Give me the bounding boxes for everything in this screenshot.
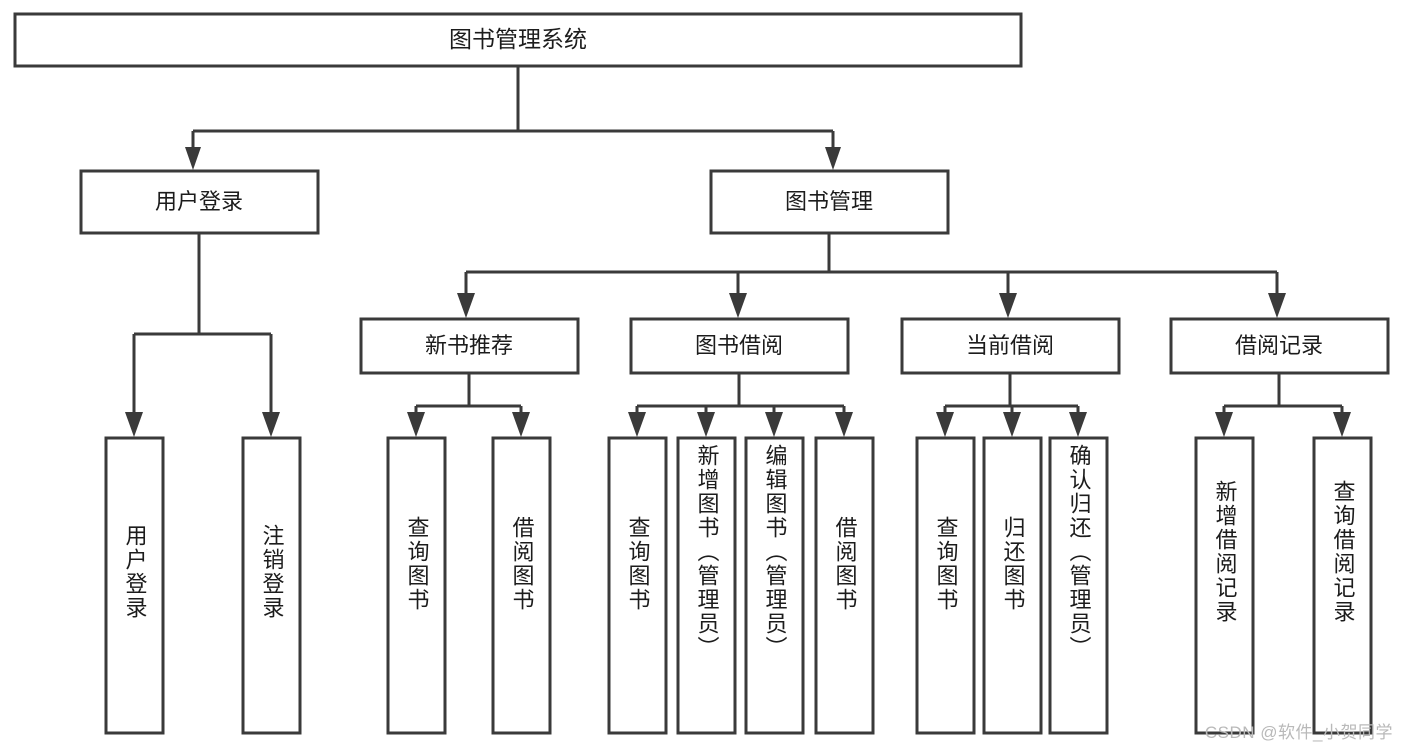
node-leaf-logout-login[interactable] <box>241 436 302 735</box>
node-book-borrow[interactable]: 图书借阅 <box>629 317 850 375</box>
node-borrow-record-label: 借阅记录 <box>1235 333 1323 358</box>
node-leaf-confirm-return-admin[interactable] <box>1048 436 1109 735</box>
node-leaf-borrow-book-1[interactable] <box>491 436 552 735</box>
node-leaf-query-book-1[interactable] <box>386 436 447 735</box>
node-user-login-label: 用户登录 <box>155 189 243 214</box>
node-current-borrow[interactable]: 当前借阅 <box>900 317 1121 375</box>
node-borrow-record[interactable]: 借阅记录 <box>1169 317 1390 375</box>
node-leaf-add-book-admin[interactable] <box>676 436 737 735</box>
connector-newbook-to-leaves <box>407 373 530 437</box>
connector-borrowrecord-to-leaves <box>1215 373 1351 437</box>
node-book-borrow-label: 图书借阅 <box>695 333 783 358</box>
node-book-management-label: 图书管理 <box>785 189 873 214</box>
connector-root-to-level2 <box>185 67 841 170</box>
connector-userlogin-to-leaves <box>125 233 280 437</box>
node-root[interactable]: 图书管理系统 <box>13 12 1023 68</box>
node-leaf-query-borrow-record[interactable] <box>1312 436 1373 735</box>
node-new-book-recommend[interactable]: 新书推荐 <box>359 317 580 375</box>
node-book-management[interactable]: 图书管理 <box>709 169 950 235</box>
connector-currentborrow-to-leaves <box>936 373 1087 437</box>
node-user-login[interactable]: 用户登录 <box>79 169 320 235</box>
node-leaf-user-login[interactable] <box>104 436 165 735</box>
connector-bookborrow-to-leaves <box>628 373 853 437</box>
node-root-label: 图书管理系统 <box>449 26 587 52</box>
node-leaf-return-book[interactable] <box>982 436 1043 735</box>
node-leaf-edit-book-admin[interactable] <box>744 436 805 735</box>
node-current-borrow-label: 当前借阅 <box>966 333 1054 358</box>
csdn-watermark: CSDN @软件_小贺同学 <box>1204 723 1393 742</box>
connector-bookmgmt-to-level3 <box>457 233 1286 318</box>
node-leaf-query-book-2[interactable] <box>607 436 668 735</box>
node-leaf-add-borrow-record[interactable] <box>1194 436 1255 735</box>
node-leaf-borrow-book-2[interactable] <box>814 436 875 735</box>
node-new-book-recommend-label: 新书推荐 <box>425 333 513 358</box>
node-leaf-query-book-3[interactable] <box>915 436 976 735</box>
